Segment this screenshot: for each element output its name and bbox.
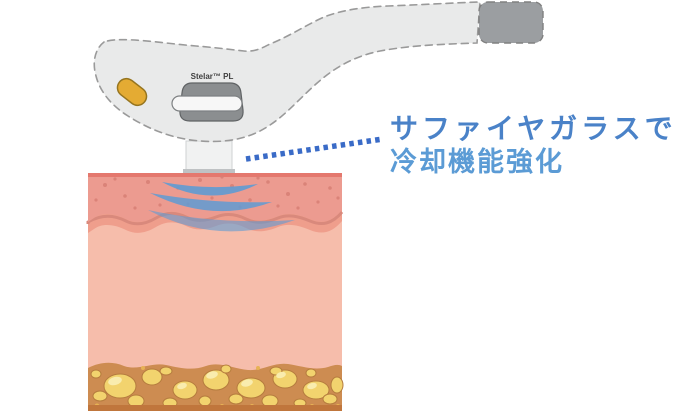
device-model-label: Stelar™ PL xyxy=(191,72,234,81)
cooling-wave-1 xyxy=(162,182,258,196)
skin-top-border xyxy=(88,173,342,177)
cooling-wave-2 xyxy=(150,193,272,212)
callout-line-1: サファイヤガラスで xyxy=(390,113,677,144)
cable-connector xyxy=(478,1,544,44)
trigger-button xyxy=(116,77,148,107)
fat-bottom-strip xyxy=(88,405,342,411)
cooling-waves xyxy=(148,182,295,232)
callout-text: サファイヤガラスで 冷却機能強化 xyxy=(390,113,677,177)
epidermis-speckles xyxy=(94,175,340,210)
callout-line-2: 冷却機能強化 xyxy=(390,146,564,177)
epidermis-layer xyxy=(88,173,342,222)
device-handpiece: Stelar™ PL xyxy=(93,1,544,173)
sapphire-tip-base xyxy=(183,169,235,173)
cooling-wave-3 xyxy=(148,210,295,232)
fat-cell-highlights xyxy=(108,371,317,390)
epidermis-wave-outline xyxy=(86,211,344,226)
skin-cross-section xyxy=(86,173,344,411)
fat-layer xyxy=(88,362,344,411)
sapphire-tip xyxy=(185,140,233,173)
callout-dotted-line xyxy=(245,136,384,162)
control-knob-band xyxy=(171,95,243,112)
